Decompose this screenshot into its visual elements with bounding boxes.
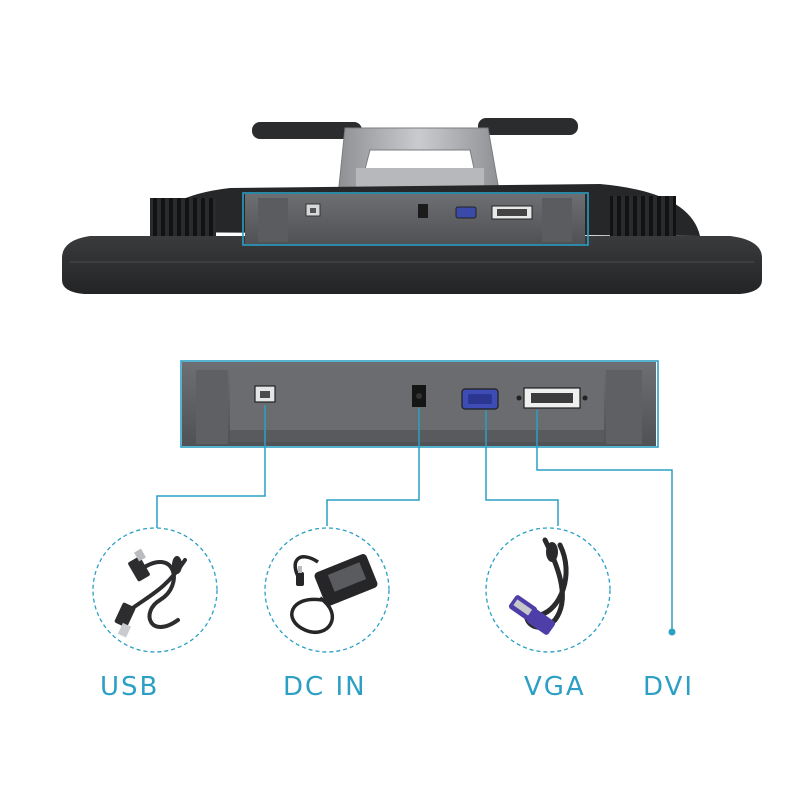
- dc-connector-line: [326, 408, 420, 526]
- usb-connector-line: [156, 405, 266, 528]
- vga-port-small: [455, 206, 477, 219]
- port-highlight-box: [242, 192, 589, 246]
- stand-handle-right: [478, 118, 578, 135]
- stand-handle-left: [252, 122, 362, 139]
- port-panel-small: [245, 194, 585, 244]
- connector-lines: [156, 405, 676, 636]
- usb-label: USB: [100, 672, 160, 702]
- port-panel-zoom: [180, 360, 659, 448]
- dc-in-label: DC IN: [283, 672, 367, 702]
- monitor-bezel: [62, 236, 762, 294]
- dc-port-small: [418, 204, 428, 218]
- usb-accessory: [92, 527, 218, 653]
- vga-cable-icon: [508, 537, 569, 635]
- dc-in-accessory: [264, 527, 390, 653]
- vent-left: [150, 198, 216, 238]
- vga-connector-line: [485, 410, 559, 526]
- vga-label: VGA: [524, 672, 586, 702]
- dvi-label: DVI: [643, 672, 695, 702]
- dvi-connector-line: [536, 410, 673, 630]
- power-adapter-icon: [290, 554, 378, 634]
- vent-right: [610, 196, 676, 238]
- vga-accessory: [485, 527, 611, 653]
- monitor-back-view: [62, 118, 762, 294]
- usb-cable-icon: [114, 548, 187, 638]
